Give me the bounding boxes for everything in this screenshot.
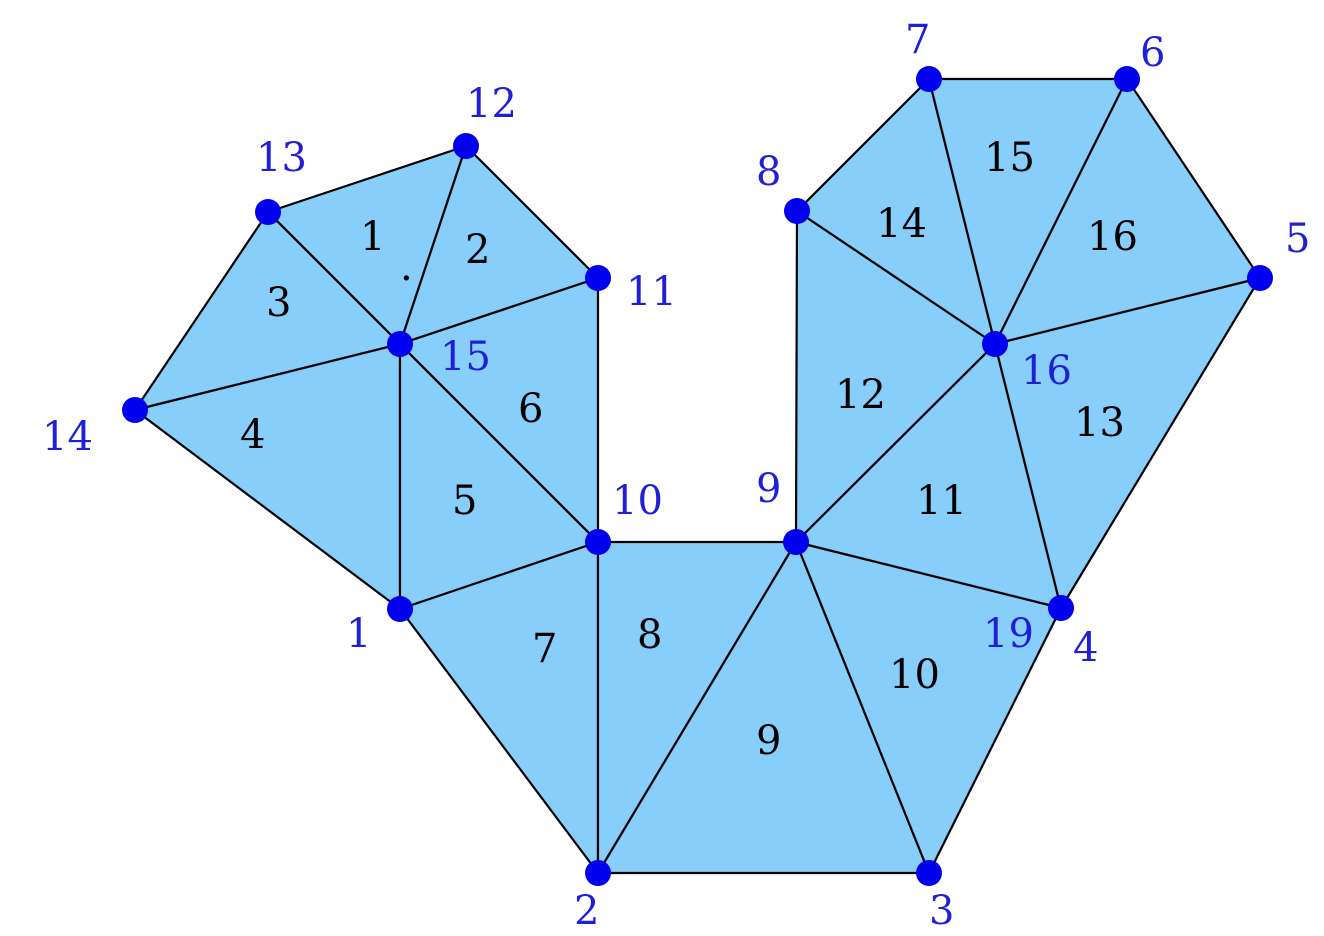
node-2 xyxy=(585,860,611,886)
node-6 xyxy=(1114,66,1140,92)
node-label-9: 9 xyxy=(756,466,781,512)
element-label-13: 13 xyxy=(1074,400,1125,446)
node-label-15: 15 xyxy=(440,334,491,380)
node-label-8: 8 xyxy=(756,149,781,195)
element-label-3: 3 xyxy=(266,280,291,326)
node-9 xyxy=(783,529,809,555)
node-1 xyxy=(387,596,413,622)
element-label-9: 9 xyxy=(756,718,781,764)
node-3 xyxy=(916,860,942,886)
node-label-11: 11 xyxy=(626,269,677,315)
node-label-12: 12 xyxy=(466,81,517,127)
element-label-12: 12 xyxy=(835,372,886,418)
node-13 xyxy=(255,199,281,225)
node-7 xyxy=(916,66,942,92)
element-label-14: 14 xyxy=(876,201,927,247)
node-label-3: 3 xyxy=(929,888,954,934)
node-label-6: 6 xyxy=(1140,30,1165,76)
element-label-10: 10 xyxy=(889,652,940,698)
node-8 xyxy=(784,198,810,224)
node-label-5: 5 xyxy=(1285,216,1310,262)
node-label-19: 19 xyxy=(983,611,1034,657)
node-label-2: 2 xyxy=(574,888,599,934)
node-5 xyxy=(1247,265,1273,291)
node-10 xyxy=(585,529,611,555)
element-label-11: 11 xyxy=(916,478,967,524)
node-label-7: 7 xyxy=(905,17,930,63)
stray-dot: . xyxy=(400,244,413,290)
node-12 xyxy=(453,133,479,159)
element-label-15: 15 xyxy=(984,135,1035,181)
node-14 xyxy=(122,397,148,423)
node-11 xyxy=(585,265,611,291)
node-4 xyxy=(1048,595,1074,621)
element-label-7: 7 xyxy=(532,626,557,672)
element-label-1: 1 xyxy=(360,214,385,260)
node-label-14: 14 xyxy=(42,414,93,460)
element-label-6: 6 xyxy=(518,386,543,432)
node-label-13: 13 xyxy=(256,135,307,181)
node-label-16: 16 xyxy=(1021,348,1072,394)
element-label-2: 2 xyxy=(465,227,490,273)
node-15 xyxy=(387,331,413,357)
node-label-4: 4 xyxy=(1073,625,1098,671)
element-16 xyxy=(993,77,1262,346)
element-layer xyxy=(133,77,1262,875)
element-label-5: 5 xyxy=(452,478,477,524)
element-6 xyxy=(398,276,600,544)
node-label-1: 1 xyxy=(346,611,371,657)
element-label-4: 4 xyxy=(240,412,265,458)
node-layer xyxy=(122,66,1273,886)
node-16 xyxy=(982,331,1008,357)
element-label-8: 8 xyxy=(637,612,662,658)
node-label-10: 10 xyxy=(612,478,663,524)
element-label-16: 16 xyxy=(1087,214,1138,260)
